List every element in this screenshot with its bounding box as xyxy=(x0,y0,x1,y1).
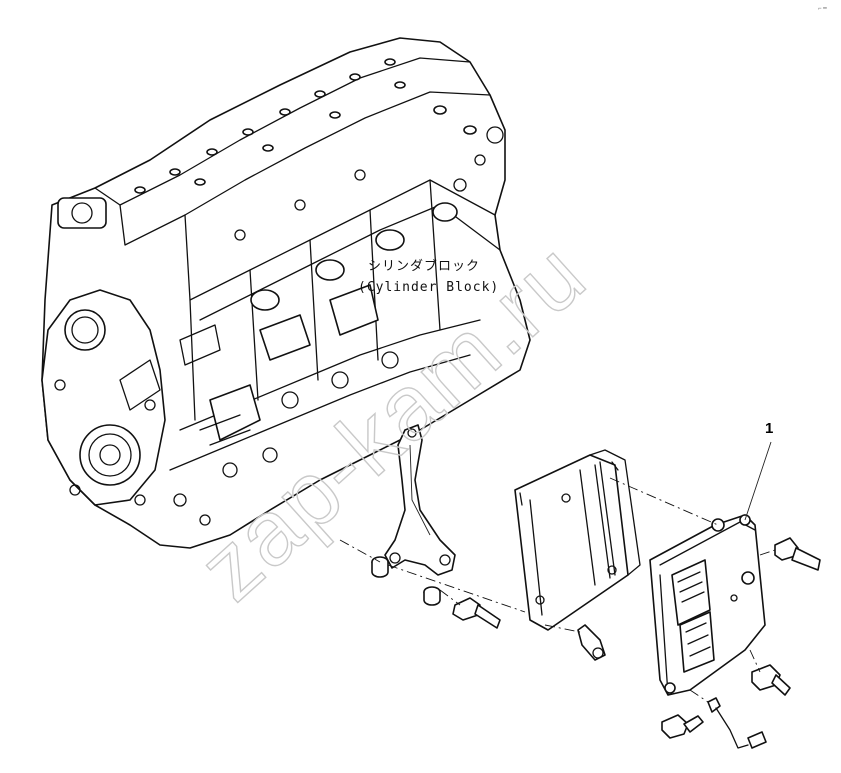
head-bolts xyxy=(134,58,477,194)
callout-number: 1 xyxy=(765,420,773,437)
ecm-bolt-right xyxy=(774,537,821,571)
pan-rail-lower xyxy=(169,354,471,471)
bracket-bolt xyxy=(452,597,501,629)
plate-bolt xyxy=(577,624,606,661)
callout-1: 1 xyxy=(744,420,773,521)
ecm-bolt-lower-left xyxy=(661,714,704,739)
ecm-cooling-plate xyxy=(514,449,641,631)
spacer-washer xyxy=(371,556,389,578)
cylinder-block: シリンダブロック (Cylinder Block) xyxy=(41,37,531,549)
upper-rail xyxy=(119,91,491,246)
block-label-japanese: シリンダブロック xyxy=(368,258,480,274)
mounting-bracket xyxy=(384,424,456,576)
assembly-centerlines xyxy=(339,477,776,703)
bracket-spacer xyxy=(423,586,441,606)
corner-mark: ⌐ ━ xyxy=(818,6,827,12)
top-deck-edge xyxy=(94,57,471,206)
block-label-english: (Cylinder Block) xyxy=(358,280,499,295)
front-housing xyxy=(41,197,166,506)
side-ports xyxy=(173,126,504,526)
ecm-bolt-lower-right xyxy=(751,664,791,696)
engine-controller xyxy=(649,514,766,696)
rib-lines xyxy=(189,179,441,421)
ground-strap xyxy=(707,697,767,749)
